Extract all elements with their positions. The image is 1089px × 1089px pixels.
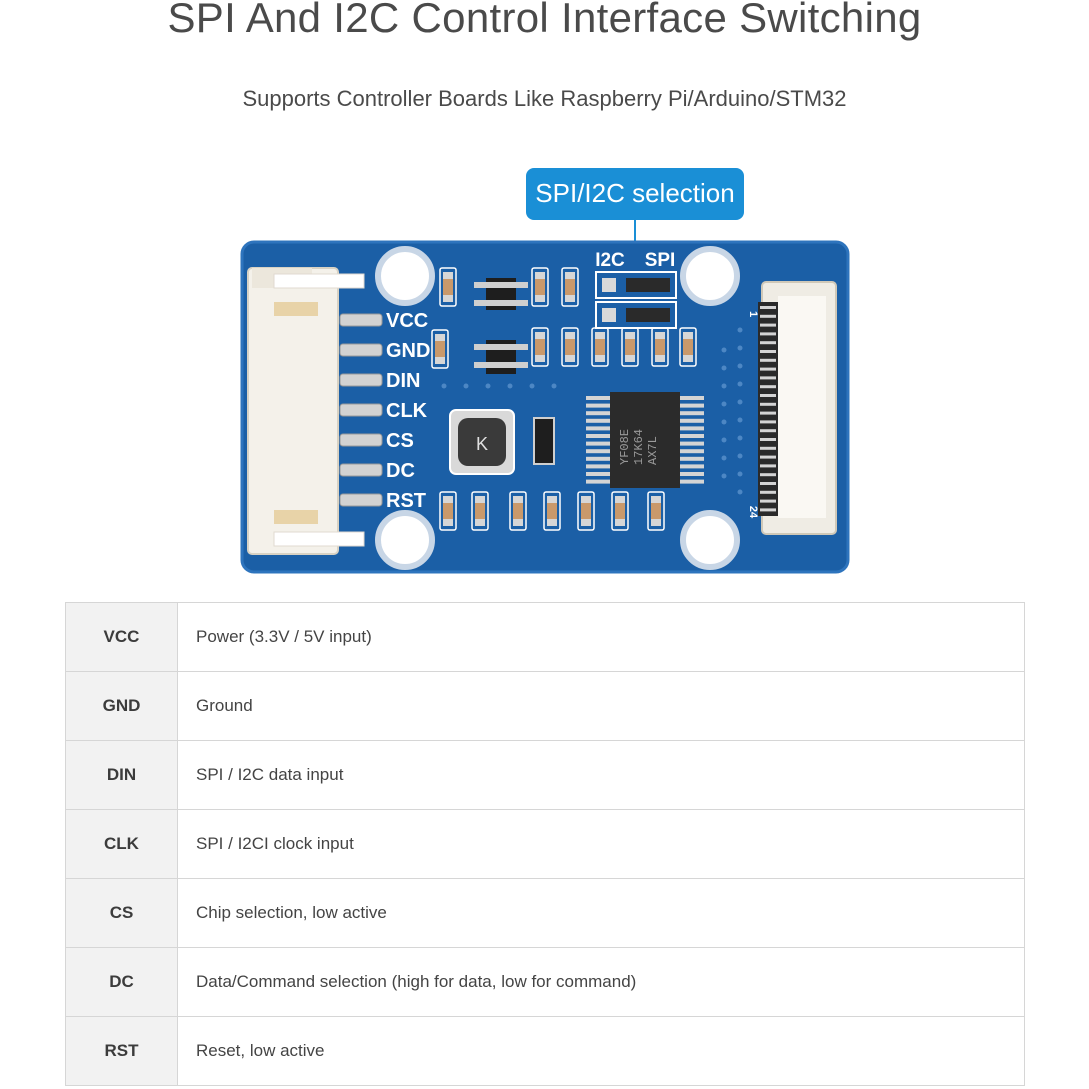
mounting-hole: [680, 510, 740, 570]
connector-pad: [339, 433, 383, 447]
smd-component: [561, 327, 579, 367]
mounting-hole: [375, 246, 435, 306]
jumper-label-i2c: I2C: [595, 250, 625, 271]
pin-description-cell: Data/Command selection (high for data, l…: [177, 947, 1025, 1017]
inductor: K: [449, 409, 515, 475]
smd-component: [439, 267, 457, 307]
connector-pin-label: CS: [386, 430, 414, 452]
smd-component: [621, 327, 639, 367]
fpc-pin-last-label: 24: [747, 506, 759, 519]
pin-name-cell: DC: [65, 947, 178, 1017]
smd-component: [531, 327, 549, 367]
mounting-hole: [375, 510, 435, 570]
fpc-pin-first-label: 1: [747, 311, 759, 317]
pin-description-cell: SPI / I2C data input: [177, 740, 1025, 810]
smd-component: [577, 491, 595, 531]
pin-name-cell: VCC: [65, 602, 178, 672]
connector-pin-pads: [339, 313, 383, 507]
pin-description-cell: Power (3.3V / 5V input): [177, 602, 1025, 672]
mounting-holes: [375, 246, 740, 570]
diode: [533, 417, 555, 465]
smd-component: [679, 327, 697, 367]
board-illustration: SPI/I2C selection VCC GND DIN CLK CS DC RST I2…: [240, 168, 850, 574]
ic-marking-line: YF08E: [618, 429, 632, 465]
connector-pin-label: DIN: [386, 370, 420, 392]
pin-description-cell: Ground: [177, 671, 1025, 741]
page-subtitle: Supports Controller Boards Like Raspberr…: [242, 86, 847, 111]
connector-pin-label: VCC: [386, 310, 428, 332]
pin-description-cell: Reset, low active: [177, 1016, 1025, 1086]
connector-pin-label: RST: [386, 490, 426, 512]
board-diagram: SPI/I2C selection VCC GND DIN CLK CS DC RST I2…: [230, 160, 870, 590]
left-connector: [247, 267, 365, 555]
page-title: SPI And I2C Control Interface Switching: [167, 0, 922, 41]
callout-label: SPI/I2C selection: [535, 178, 734, 208]
inductor-mark: K: [476, 434, 488, 454]
connector-pin-label: CLK: [386, 400, 428, 422]
connector-pad: [339, 463, 383, 477]
connector-pad: [339, 313, 383, 327]
pin-description-cell: SPI / I2CI clock input: [177, 809, 1025, 879]
mounting-hole: [680, 246, 740, 306]
pin-name-cell: RST: [65, 1016, 178, 1086]
smd-component: [431, 329, 449, 369]
pin-name-cell: DIN: [65, 740, 178, 810]
callout-box: [526, 168, 744, 220]
pin-description-cell: Chip selection, low active: [177, 878, 1025, 948]
ic-marking-line: AX7L: [646, 436, 660, 465]
smd-component: [561, 267, 579, 307]
pcb-edge: [240, 240, 850, 574]
ic-marking-line: 17K64: [632, 429, 646, 465]
connector-pad: [339, 343, 383, 357]
passive-components: [431, 267, 697, 531]
smd-component: [439, 491, 457, 531]
connector-pin-label: GND: [386, 340, 430, 362]
connector-pad: [339, 493, 383, 507]
connector-pin-label: DC: [386, 460, 415, 482]
pin-name-cell: GND: [65, 671, 178, 741]
smd-component: [543, 491, 561, 531]
regulator-chips: [474, 278, 528, 374]
connector-pad: [339, 403, 383, 417]
vias: [441, 327, 743, 495]
smd-component: [611, 491, 629, 531]
connector-pin-labels: VCC GND DIN CLK CS DC RST: [386, 310, 430, 512]
connector-pad: [339, 373, 383, 387]
pin-name-cell: CS: [65, 878, 178, 948]
smd-component: [647, 491, 665, 531]
fpc-connector: 1 24: [747, 281, 837, 535]
smd-component: [531, 267, 549, 307]
pcb-board: [242, 242, 848, 572]
smd-component: [471, 491, 489, 531]
smd-component: [591, 327, 609, 367]
pin-name-cell: CLK: [65, 809, 178, 879]
smd-component: [651, 327, 669, 367]
jumper-label-spi: SPI: [645, 250, 676, 271]
smd-component: [509, 491, 527, 531]
